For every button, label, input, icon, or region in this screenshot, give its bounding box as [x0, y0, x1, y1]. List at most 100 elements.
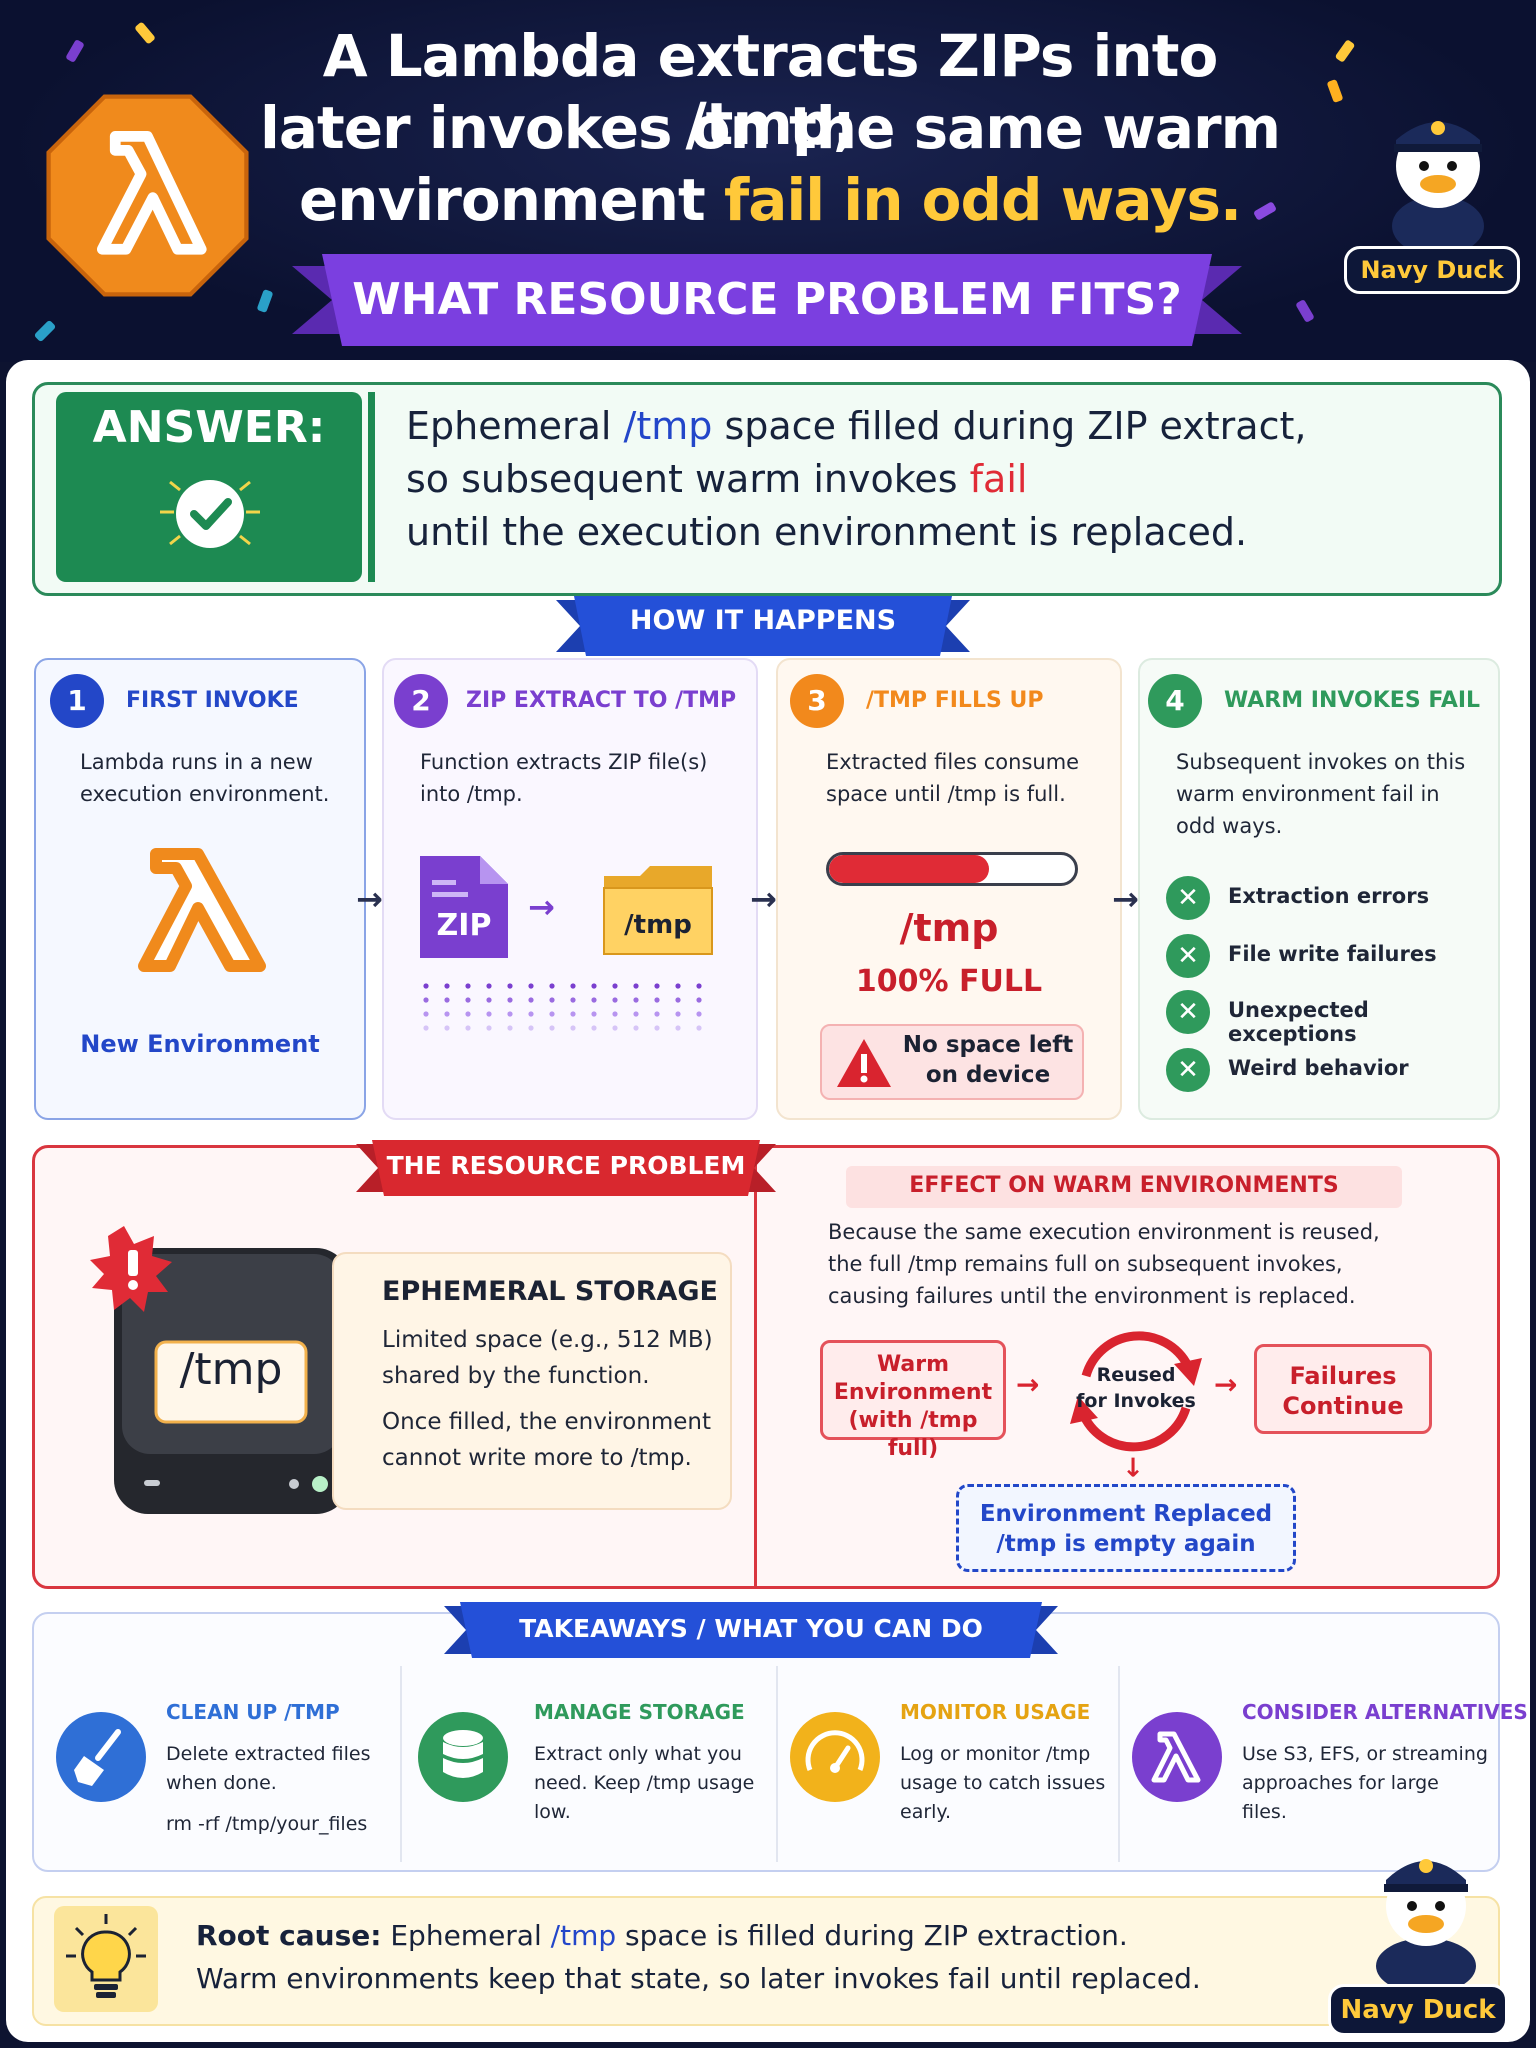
takeaway-separator — [776, 1666, 778, 1862]
step-caption-1: New Environment — [80, 1030, 320, 1058]
confetti — [134, 21, 156, 45]
answer-label: ANSWER: — [92, 402, 326, 453]
arrow-icon: → — [750, 880, 777, 918]
arrow-icon: → — [1016, 1368, 1040, 1401]
takeaways-heading: TAKEAWAYS / WHAT YOU CAN DO — [519, 1614, 983, 1643]
decor-dot — [633, 983, 639, 989]
header-banner: A Lambda extracts ZIPs into /tmp; later … — [0, 0, 1536, 362]
x-icon: ✕ — [1166, 934, 1210, 978]
decor-dot — [696, 1025, 702, 1031]
effect-desc: Because the same execution environment i… — [828, 1220, 1380, 1308]
decor-dot — [591, 1025, 597, 1031]
mascot-label: Navy Duck — [1344, 246, 1520, 294]
decor-dot — [528, 1025, 534, 1031]
lambda-icon — [138, 848, 266, 972]
step-number-3: 3 — [790, 674, 844, 728]
decor-dot — [612, 1025, 618, 1031]
decor-dot — [528, 1011, 534, 1017]
takeaway-separator — [400, 1666, 402, 1862]
question-ribbon: WHAT RESOURCE PROBLEM FITS? — [292, 254, 1242, 346]
decor-dot — [507, 1025, 513, 1031]
root-cause-text: Root cause: Ephemeral /tmp space is fill… — [196, 1919, 1201, 1995]
reuse-cycle-icon — [1070, 1331, 1202, 1452]
decor-dot — [675, 1025, 681, 1031]
step-title-4: WARM INVOKES FAIL — [1224, 688, 1481, 713]
decor-dot — [570, 1011, 576, 1017]
storage-drive-icon — [90, 1226, 350, 1514]
confetti — [65, 38, 85, 64]
decor-dot — [423, 1011, 429, 1017]
confetti — [1326, 78, 1344, 104]
takeaway-title-1: CLEAN UP /TMP — [166, 1700, 340, 1724]
ephemeral-title: EPHEMERAL STORAGE — [382, 1276, 718, 1307]
decor-dot — [486, 983, 492, 989]
step-title-3: /TMP FILLS UP — [866, 688, 1044, 713]
navy-duck-mascot-icon — [1376, 1859, 1476, 1986]
failure-item: ✕File write failures — [1166, 934, 1496, 978]
answer-text: Ephemeral /tmp space filled during ZIP e… — [406, 404, 1307, 554]
decor-dot — [423, 1025, 429, 1031]
decor-dot — [549, 983, 555, 989]
decor-dot — [654, 983, 660, 989]
arrow-down-icon: → — [1117, 1456, 1148, 1478]
how-it-happens-ribbon — [556, 596, 970, 656]
takeaway-title-3: MONITOR USAGE — [900, 1700, 1091, 1724]
database-icon — [418, 1712, 508, 1802]
decor-dot — [549, 1025, 555, 1031]
takeaway-title-2: MANAGE STORAGE — [534, 1700, 745, 1724]
arrow-icon: → — [1214, 1368, 1238, 1401]
confetti — [1295, 298, 1315, 324]
decor-dot — [654, 1025, 660, 1031]
lambda-alt-icon — [1132, 1712, 1222, 1802]
broom-icon — [56, 1712, 146, 1802]
decor-dot — [633, 1011, 639, 1017]
x-icon: ✕ — [1166, 990, 1210, 1034]
tmp-gauge-label: /tmp — [899, 906, 999, 950]
decor-dot — [486, 1025, 492, 1031]
root-cause-box — [32, 1896, 1500, 2026]
failure-item: ✕Weird behavior — [1166, 1048, 1496, 1092]
decor-dot — [465, 997, 471, 1003]
decor-dot — [423, 997, 429, 1003]
answer-divider — [368, 392, 375, 582]
decor-dot — [507, 983, 513, 989]
lambda-logo-icon — [46, 94, 249, 297]
extract-dots-decoration — [423, 983, 702, 1031]
step-number-1: 1 — [50, 674, 104, 728]
takeaways-ribbon — [444, 1602, 1058, 1658]
decor-dot — [696, 983, 702, 989]
x-icon: ✕ — [1166, 876, 1210, 920]
decor-dot — [528, 997, 534, 1003]
decor-dot — [423, 983, 429, 989]
mascot-label-bottom: Navy Duck — [1328, 1984, 1508, 2036]
how-it-happens-heading: HOW IT HAPPENS — [629, 605, 897, 636]
storage-progress-bar — [826, 852, 1078, 886]
step-title-2: ZIP EXTRACT TO /TMP — [466, 688, 737, 713]
decor-dot — [612, 1011, 618, 1017]
arrow-icon: → — [1112, 880, 1139, 918]
decor-dot — [528, 983, 534, 989]
lightbulb-icon — [54, 1906, 158, 2012]
takeaway-separator — [1118, 1666, 1120, 1862]
decor-dot — [486, 1011, 492, 1017]
decor-dot — [591, 983, 597, 989]
effect-heading: EFFECT ON WARM ENVIRONMENTS — [909, 1173, 1339, 1198]
decor-dot — [486, 997, 492, 1003]
decor-dot — [444, 1011, 450, 1017]
takeaway-title-4: CONSIDER ALTERNATIVES — [1242, 1700, 1528, 1724]
decor-dot — [612, 997, 618, 1003]
step-desc-2: Function extracts ZIP file(s)into /tmp. — [420, 750, 708, 806]
decor-dot — [444, 1025, 450, 1031]
decor-dot — [633, 997, 639, 1003]
zip-label: ZIP — [436, 908, 492, 943]
checkmark-icon — [160, 480, 260, 548]
decor-dot — [444, 997, 450, 1003]
confetti — [256, 288, 274, 314]
